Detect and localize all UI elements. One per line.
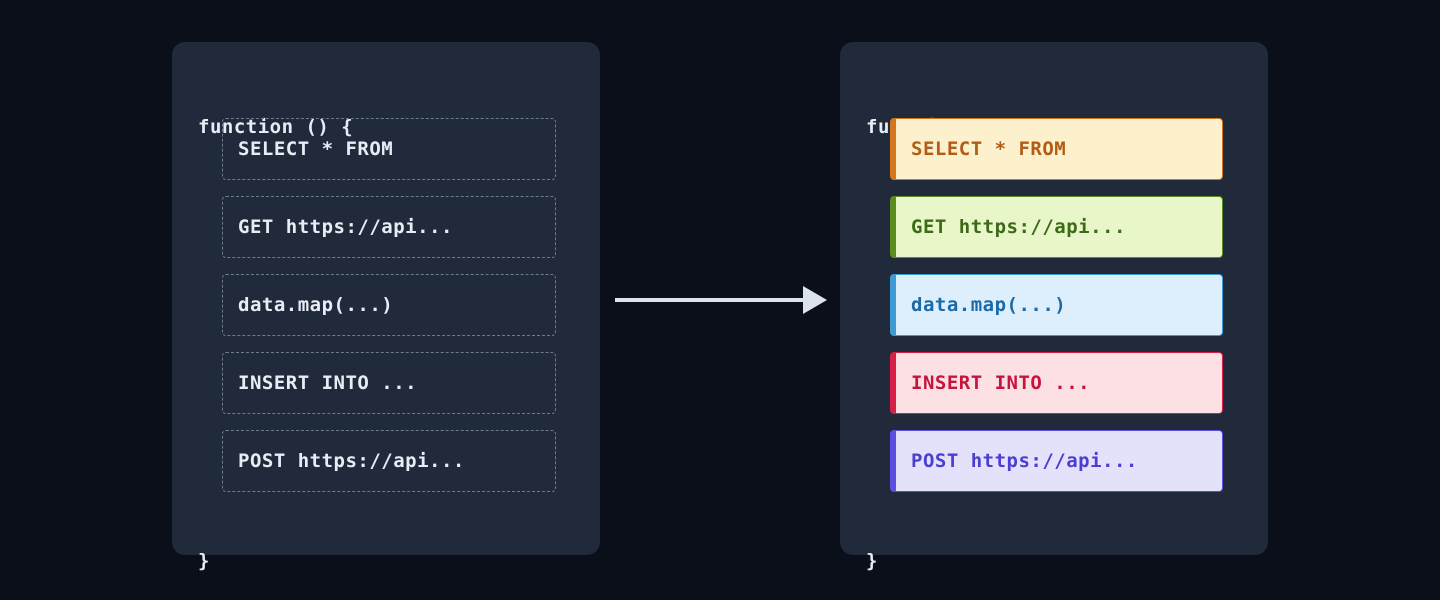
statement-map[interactable]: data.map(...)	[890, 274, 1223, 336]
statement-label: POST https://api...	[911, 450, 1138, 472]
statement-map[interactable]: data.map(...)	[222, 274, 556, 336]
statement-label: data.map(...)	[911, 294, 1067, 316]
statement-label: SELECT * FROM	[238, 138, 394, 160]
statement-get[interactable]: GET https://api...	[890, 196, 1223, 258]
unhighlighted-code-panel: function () { SELECT * FROM GET https://a…	[172, 42, 600, 572]
statement-label: GET https://api...	[911, 216, 1126, 238]
statement-insert[interactable]: INSERT INTO ...	[222, 352, 556, 414]
statement-label: SELECT * FROM	[911, 138, 1067, 160]
transform-arrow	[615, 286, 827, 314]
statement-post[interactable]: POST https://api...	[890, 430, 1223, 492]
statement-label: POST https://api...	[238, 450, 465, 472]
statement-select[interactable]: SELECT * FROM	[890, 118, 1223, 180]
arrow-head	[803, 286, 827, 314]
code-close-brace-before: }	[198, 550, 210, 572]
code-close-brace-after: }	[866, 550, 878, 572]
statement-post[interactable]: POST https://api...	[222, 430, 556, 492]
code-open-brace-before: function () {	[198, 116, 354, 138]
statement-label: GET https://api...	[238, 216, 453, 238]
statement-label: INSERT INTO ...	[238, 372, 418, 394]
statement-list-after: SELECT * FROM GET https://api... data.map(…	[890, 118, 1223, 508]
statement-insert[interactable]: INSERT INTO ...	[890, 352, 1223, 414]
statement-get[interactable]: GET https://api...	[222, 196, 556, 258]
statement-list-before: SELECT * FROM GET https://api... data.map(…	[222, 118, 556, 508]
statement-label: INSERT INTO ...	[911, 372, 1091, 394]
statement-select[interactable]: SELECT * FROM	[222, 118, 556, 180]
statement-label: data.map(...)	[238, 294, 394, 316]
